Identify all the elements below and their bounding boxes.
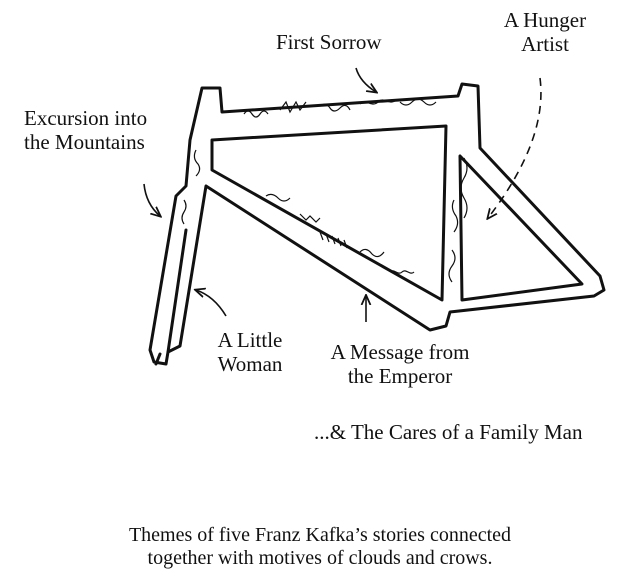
caption-line1: Themes of five Franz Kafka’s stories con… [128,524,512,546]
caption-line2: together with motives of clouds and crow… [147,547,493,569]
label-excursion: Excursion into the Mountains [24,106,147,154]
frame-inner-rear [458,154,584,302]
label-little-woman-line1: A Little [217,328,283,352]
frame-outer-contour [148,82,606,366]
arrow-little-woman [196,290,227,317]
label-message-line2: the Emperor [347,364,453,388]
label-message-emperor: A Message from the Emperor [320,340,480,388]
arrow-hunger-artist [488,77,542,218]
label-excursion-line1: Excursion into [24,106,148,130]
fork-split [166,228,188,354]
label-first-sorrow: First Sorrow [276,30,382,54]
label-little-woman: A Little Woman [200,328,300,376]
label-hunger-artist: A Hunger Artist [490,8,600,56]
leader-arrows [143,67,542,322]
label-little-woman-line2: Woman [217,352,283,376]
frame-inner-front [210,124,448,302]
caption: Themes of five Franz Kafka’s stories con… [0,524,640,570]
label-message-line1: A Message from [330,340,470,364]
arrow-first-sorrow [355,67,376,92]
arrow-excursion [143,183,160,216]
frame-outline [148,82,606,366]
fork-dropout [154,352,162,366]
label-hunger-artist-line1: A Hunger [503,8,587,32]
label-cares-family-man: ...& The Cares of a Family Man [314,420,583,444]
label-hunger-artist-line2: Artist [521,32,569,56]
label-excursion-line2: the Mountains [24,130,145,154]
frame-texture [181,98,468,283]
